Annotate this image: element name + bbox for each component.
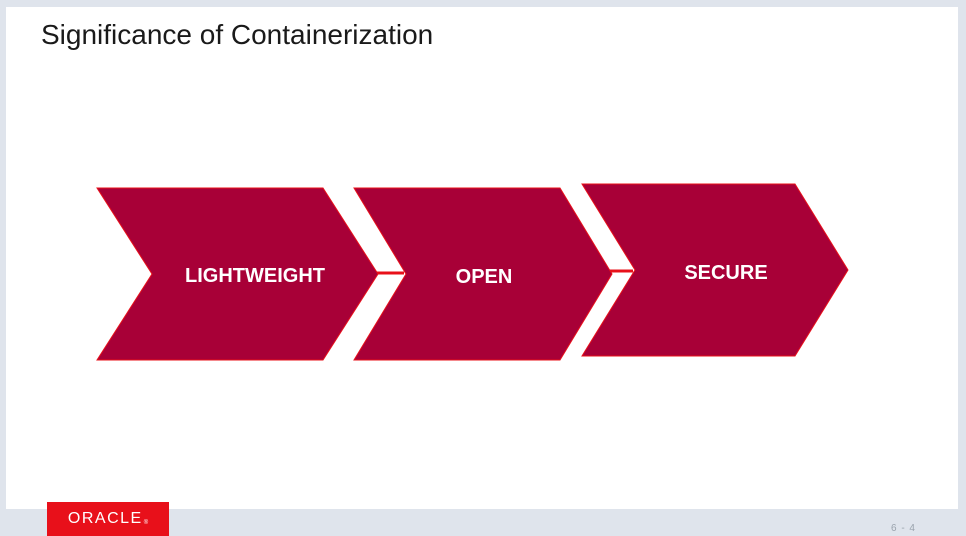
step-label-secure: SECURE: [684, 262, 767, 284]
logo-text: ORACLE: [67, 510, 143, 527]
registered-mark: ®: [143, 520, 149, 526]
chevron-lightweight: [96, 187, 379, 361]
step-label-lightweight: LIGHTWEIGHT: [185, 265, 325, 287]
step-label-open: OPEN: [456, 266, 513, 288]
slide-title: Significance of Containerization: [41, 19, 434, 50]
chevron-secure: [581, 183, 849, 357]
oracle-logo: ORACLE®: [47, 502, 169, 536]
page-number: 6 - 4: [890, 523, 916, 534]
chevron-open: [353, 187, 613, 361]
